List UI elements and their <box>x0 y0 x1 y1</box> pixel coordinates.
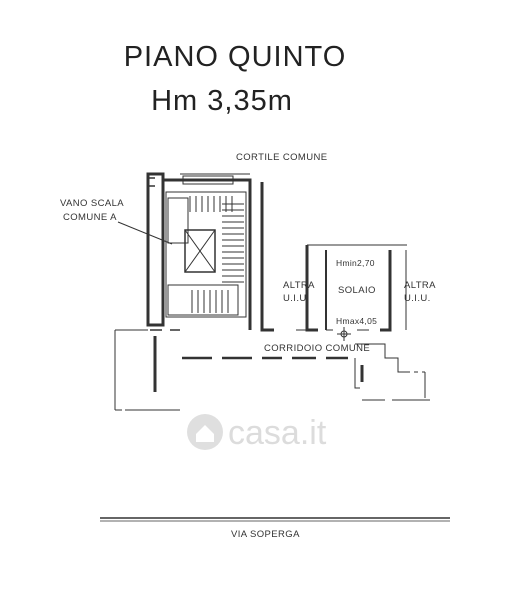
home-icon <box>187 414 223 450</box>
floor-title: PIANO QUINTO <box>124 41 347 73</box>
altra-right-label-line2: U.I.U. <box>404 293 431 304</box>
stair-label-line1: VANO SCALA <box>60 198 124 209</box>
stair-leader-line <box>117 221 173 245</box>
altra-left-label-line1: ALTRA <box>283 280 315 291</box>
solaio-label: SOLAIO <box>338 285 376 296</box>
hmin-label: Hmin2,70 <box>336 258 375 268</box>
stair-block <box>146 172 252 330</box>
watermark: casa.it <box>187 414 327 452</box>
altra-left-label-line2: U.I.U. <box>283 293 310 304</box>
building-walls <box>114 182 274 411</box>
stair-treads-bottom <box>191 290 229 313</box>
solaio-room <box>296 244 407 341</box>
altra-right-label-line1: ALTRA <box>404 280 436 291</box>
stair-label-line2: COMUNE A <box>63 212 117 223</box>
stair-treads-right <box>222 203 244 283</box>
corridor-label: CORRIDOIO COMUNE <box>264 343 370 354</box>
street-line <box>100 517 450 522</box>
street-label: VIA SOPERGA <box>231 529 300 540</box>
stair-treads-top <box>189 196 233 212</box>
hmax-label: Hmax4,05 <box>336 316 377 326</box>
floor-height: Hm 3,35m <box>151 85 293 117</box>
cortile-label: CORTILE COMUNE <box>236 152 327 163</box>
watermark-text: casa.it <box>228 414 327 452</box>
right-steps <box>354 343 430 401</box>
